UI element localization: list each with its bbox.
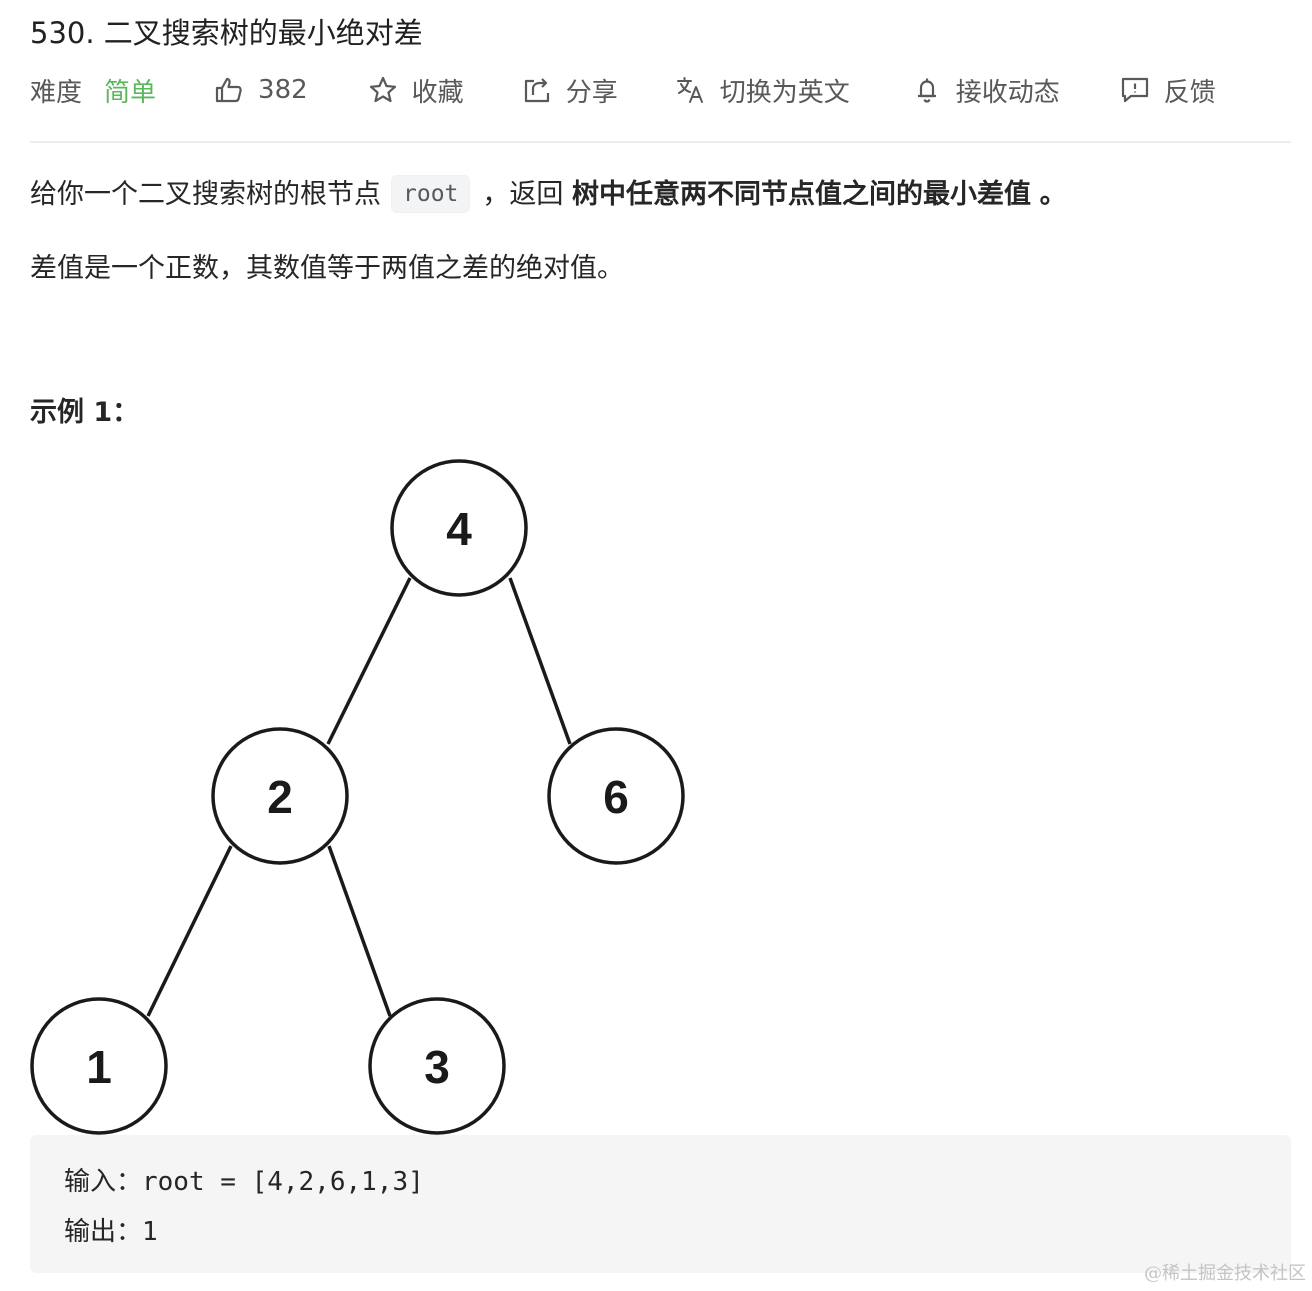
watermark: @稀土掘金技术社区	[1144, 1263, 1306, 1284]
difficulty-label: 难度	[30, 77, 83, 108]
like-button[interactable]: 382	[214, 75, 308, 105]
like-count: 382	[258, 75, 308, 105]
share-label: 分享	[565, 77, 618, 108]
desc-text: 给你一个二叉搜索树的根节点	[30, 179, 381, 210]
example-code-block: 输入：root = [4,2,6,1,3] 输出：1	[30, 1135, 1291, 1273]
notify-label: 接收动态	[955, 77, 1060, 108]
problem-toolbar: 难度 简单 382 收藏 分享	[30, 70, 1216, 110]
tree-node-circle	[547, 727, 685, 865]
description-paragraph-2: 差值是一个正数，其数值等于两值之差的绝对值。	[30, 253, 624, 284]
bell-icon	[912, 75, 942, 105]
thumbs-up-icon	[214, 75, 244, 105]
header-divider	[30, 141, 1291, 143]
tree-node-circle	[368, 997, 506, 1135]
inline-code-root: root	[391, 175, 471, 213]
tree-edge	[146, 845, 233, 1017]
share-button[interactable]: 分享	[522, 72, 618, 109]
tree-edge	[508, 577, 572, 745]
page-title: 530. 二叉搜索树的最小绝对差	[30, 16, 423, 50]
tree-node-label: 3	[424, 1041, 450, 1093]
feedback-button[interactable]: 反馈	[1120, 72, 1216, 109]
example-title: 示例 1：	[30, 397, 140, 428]
tree-node-label: 4	[446, 503, 472, 555]
tree-edge	[327, 845, 392, 1017]
tree-node-circle	[30, 997, 168, 1135]
tree-node-label: 6	[603, 771, 629, 823]
tree-edge	[326, 577, 412, 745]
switch-language-button[interactable]: 切换为英文	[676, 72, 850, 109]
share-icon	[522, 75, 552, 105]
tree-node-label: 2	[267, 771, 293, 823]
feedback-label: 反馈	[1163, 77, 1216, 108]
tree-node-circle	[211, 727, 349, 865]
feedback-icon	[1120, 75, 1150, 105]
translate-icon	[676, 75, 706, 105]
description-paragraph-1: 给你一个二叉搜索树的根节点 root ，返回 树中任意两不同节点值之间的最小差值 。	[30, 172, 1067, 218]
example-input: 输入：root = [4,2,6,1,3]	[64, 1167, 424, 1197]
difficulty-badge: 简单	[104, 77, 157, 108]
star-icon	[368, 75, 398, 105]
tree-node-circle	[390, 459, 528, 597]
desc-text: ，返回	[482, 179, 564, 210]
tree-node-label: 1	[86, 1041, 112, 1093]
notify-button[interactable]: 接收动态	[912, 72, 1060, 109]
favorite-label: 收藏	[411, 77, 464, 108]
binary-tree-diagram: 4 2 6 1 3	[30, 459, 685, 1135]
favorite-button[interactable]: 收藏	[368, 72, 464, 109]
desc-bold-text: 树中任意两不同节点值之间的最小差值	[571, 179, 1031, 210]
switch-language-label: 切换为英文	[719, 77, 850, 108]
example-output: 输出：1	[64, 1217, 158, 1247]
desc-bold-punct: 。	[1039, 179, 1067, 210]
